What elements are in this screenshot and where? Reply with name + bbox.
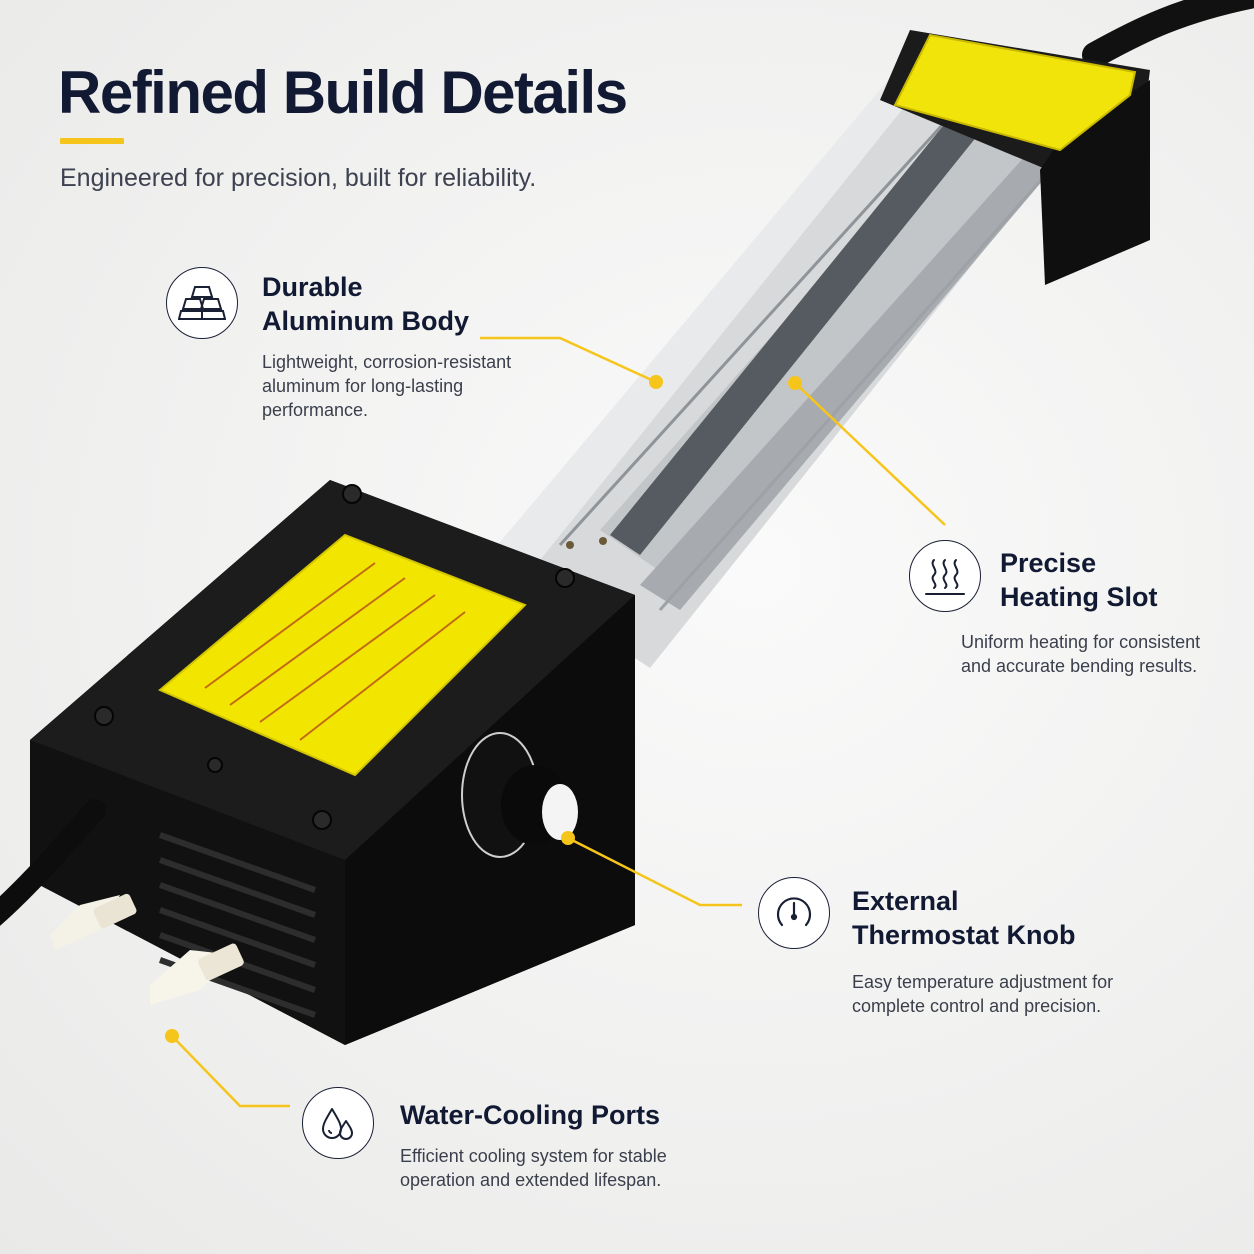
feature-desc-line1: Efficient cooling system for stable	[400, 1146, 667, 1166]
gauge-icon	[758, 877, 830, 949]
gold-bars-icon	[166, 267, 238, 339]
feature-title-line2: Heating Slot	[1000, 582, 1158, 612]
feature-desc-line2: complete control and precision.	[852, 996, 1102, 1016]
feature-desc-line3: performance.	[262, 400, 369, 420]
feature-title-line2: Thermostat Knob	[852, 920, 1076, 950]
feature-desc-line1: Easy temperature adjustment for	[852, 972, 1114, 992]
water-drops-icon	[302, 1087, 374, 1159]
feature-desc-line1: Lightweight, corrosion-resistant	[262, 352, 512, 372]
feature-title-line2: Aluminum Body	[262, 306, 469, 336]
feature-title-line1: Durable	[262, 272, 363, 302]
feature-desc-line2: operation and extended lifespan.	[400, 1170, 662, 1190]
feature-title-line1: Water-Cooling Ports	[400, 1100, 660, 1130]
title-accent-bar	[60, 138, 124, 144]
feature-desc-line1: Uniform heating for consistent	[961, 632, 1201, 652]
feature-title-line1: Precise	[1000, 548, 1097, 578]
page-subtitle: Engineered for precision, built for reli…	[60, 164, 537, 192]
feature-desc-line2: and accurate bending results.	[961, 656, 1198, 676]
heat-waves-icon	[909, 540, 981, 612]
page-title: Refined Build Details	[58, 59, 628, 126]
feature-title-line1: External	[852, 886, 959, 916]
feature-desc-line2: aluminum for long-lasting	[262, 376, 464, 396]
